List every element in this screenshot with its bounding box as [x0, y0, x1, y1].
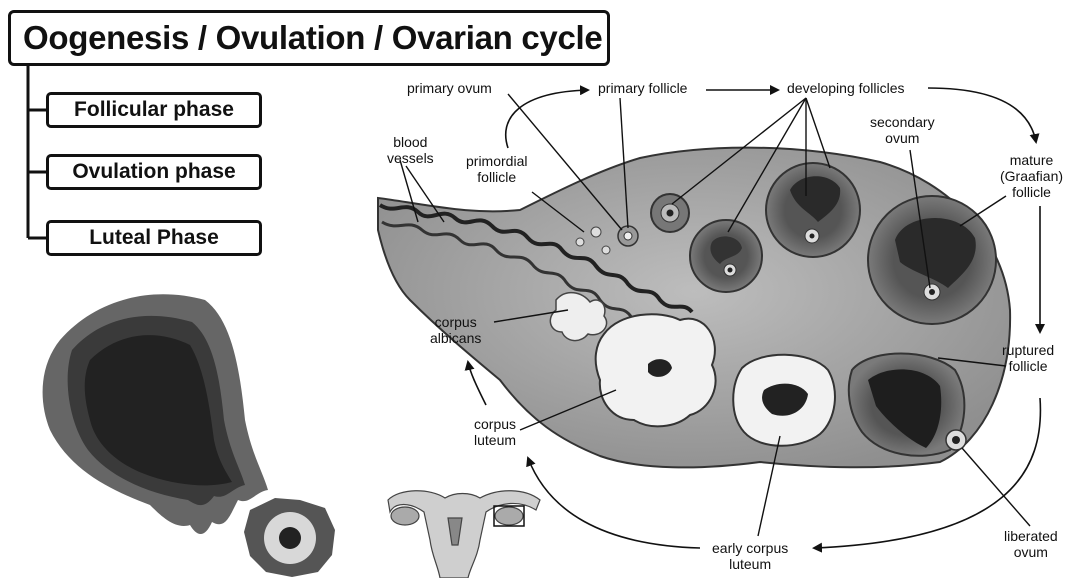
label-liberated-ovum: liberated ovum [1004, 528, 1058, 560]
ovary-cross-section [378, 148, 1010, 468]
label-corpus-albicans: corpus albicans [430, 314, 481, 346]
phase-follicular: Follicular phase [46, 92, 262, 128]
label-mature-follicle: mature (Graafian) follicle [1000, 152, 1063, 200]
page-title: Oogenesis / Ovulation / Ovarian cycle [23, 19, 602, 57]
label-primary-follicle: primary follicle [598, 80, 687, 96]
phase-luteal: Luteal Phase [46, 220, 262, 256]
label-developing-follicles: developing follicles [787, 80, 905, 96]
label-secondary-ovum: secondary ovum [870, 114, 935, 146]
label-blood-vessels: blood vessels [387, 134, 434, 166]
tissue-blob-illustration [43, 294, 335, 577]
tree-connectors [28, 66, 46, 238]
label-early-corpus-luteum: early corpus luteum [712, 540, 788, 572]
label-ruptured-follicle: ruptured follicle [1002, 342, 1054, 374]
label-primordial-follicle: primordial follicle [466, 153, 527, 185]
label-corpus-luteum: corpus luteum [474, 416, 516, 448]
phase-ovulation: Ovulation phase [46, 154, 262, 190]
uterus-thumbnail [388, 491, 540, 578]
label-primary-ovum: primary ovum [407, 80, 492, 96]
title-box: Oogenesis / Ovulation / Ovarian cycle [8, 10, 610, 66]
